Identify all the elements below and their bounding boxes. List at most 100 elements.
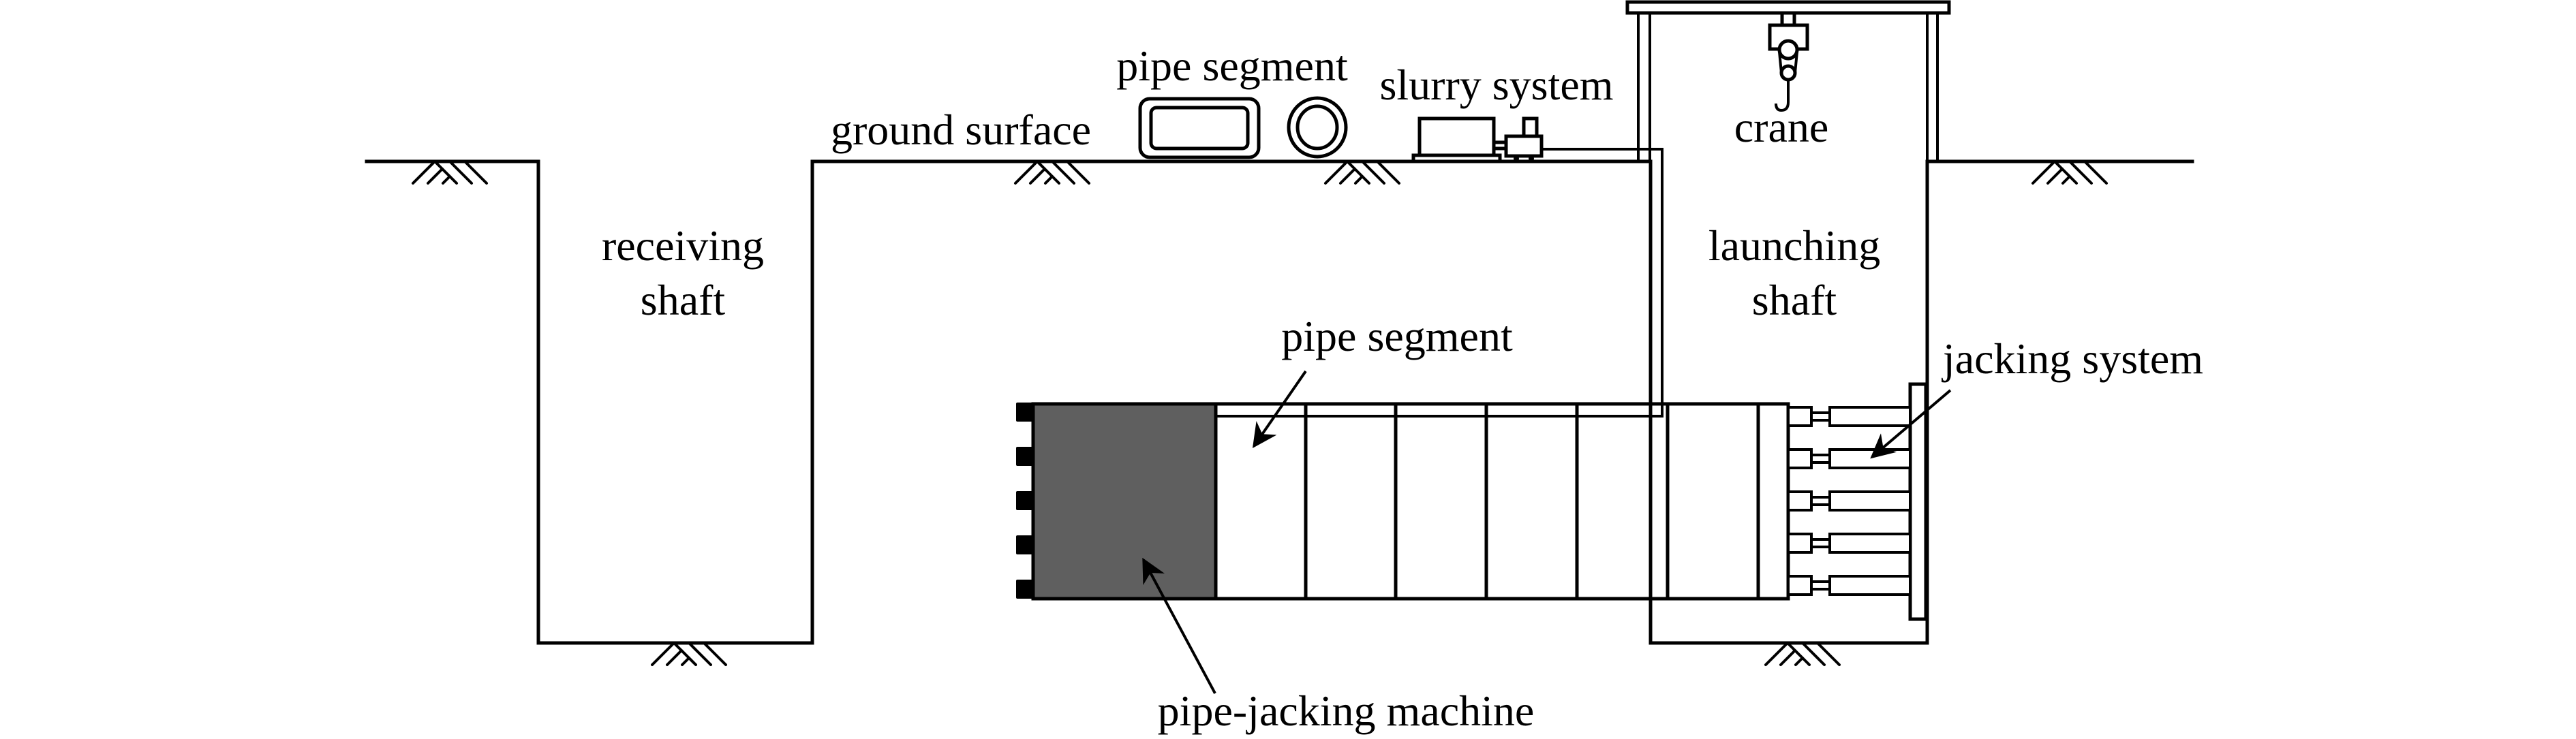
ground-hatch-icon <box>1764 642 1841 666</box>
hatch-stroke <box>2046 168 2064 185</box>
slurry-pipe-outer <box>1216 148 1663 418</box>
jack-head <box>1787 533 1813 554</box>
stock-pipe-segment-label: pipe segment <box>1116 42 1348 90</box>
jack-rod <box>1810 454 1831 464</box>
jack-head <box>1787 448 1813 469</box>
jack-rod <box>1810 496 1831 506</box>
crane-upper-pulley <box>1777 39 1799 61</box>
slurry-connector <box>1492 140 1508 151</box>
hatch-stroke <box>681 657 690 666</box>
cutter-teeth <box>1016 403 1034 599</box>
hydraulic-jack <box>1787 490 1912 512</box>
hatch-stroke <box>1764 642 1789 666</box>
hatch-stroke <box>1376 160 1400 185</box>
hatch-stroke <box>1044 175 1054 185</box>
cutter-tooth <box>1016 491 1034 510</box>
hatch-stroke <box>1051 160 1075 185</box>
cutter-tooth <box>1016 403 1034 422</box>
hatch-stroke <box>2083 160 2108 185</box>
jack-head <box>1787 406 1813 427</box>
pipe-segment-arrow <box>1252 370 1307 448</box>
hatch-stroke <box>1036 160 1060 185</box>
jacking-system-icon <box>1787 382 1928 621</box>
pipe-jacking-machine <box>1031 402 1218 601</box>
jacking-system-arrow <box>1870 389 1952 459</box>
slurry-tank <box>1417 116 1496 157</box>
stock-pipe-segments <box>1138 96 1348 159</box>
launching-shaft-label: launching <box>1708 221 1880 270</box>
hatch-stroke <box>427 168 444 185</box>
hatch-stroke <box>666 649 683 666</box>
hatch-stroke <box>1324 160 1349 185</box>
hatch-stroke <box>1794 657 1804 666</box>
hatch-stroke <box>2031 160 2056 185</box>
slurry-pump-wheel <box>1514 156 1519 161</box>
launching-shaft-label-line2: shaft <box>1752 276 1837 324</box>
hatch-stroke <box>1014 160 1039 185</box>
hatch-stroke <box>1354 175 1364 185</box>
rectangular-pipe-segment-inner <box>1149 106 1250 151</box>
hydraulic-jack <box>1787 575 1912 596</box>
ground-surface-label: ground surface <box>831 106 1091 154</box>
ground-hatch-icon <box>412 160 488 185</box>
jacking-system-label: jacking system <box>1942 334 2203 383</box>
jack-cylinder <box>1828 490 1912 512</box>
hatch-stroke <box>442 175 451 185</box>
hatch-stroke <box>463 160 488 185</box>
crane-hook-icon <box>1768 11 1809 112</box>
hydraulic-jacks <box>1787 406 1912 596</box>
cutter-tooth <box>1016 447 1034 466</box>
installed-pipe-segment-label: pipe segment <box>1281 312 1513 360</box>
jack-cylinder <box>1828 575 1912 596</box>
ground-hatch-icon <box>1014 160 1090 185</box>
hatch-stroke <box>1786 642 1811 666</box>
hatch-stroke <box>673 642 697 666</box>
hatch-stroke <box>1361 160 1385 185</box>
launching-shaft-outline <box>1649 159 2194 645</box>
slurry-system-icon <box>1216 116 1663 418</box>
circular-pipe-segment-inner <box>1295 104 1339 151</box>
hatch-stroke <box>448 160 473 185</box>
hatch-stroke <box>1029 168 1046 185</box>
crane-label: crane <box>1734 103 1829 151</box>
jack-rod <box>1810 411 1831 422</box>
hatch-stroke <box>1779 649 1796 666</box>
pipe-string <box>1016 402 1790 601</box>
hatch-stroke <box>433 160 458 185</box>
hydraulic-jack <box>1787 533 1912 554</box>
receiving-shaft-label-line2: shaft <box>641 276 726 324</box>
pipe-jacking-machine-label: pipe-jacking machine <box>1158 687 1535 735</box>
hatch-stroke <box>2061 175 2071 185</box>
jack-head <box>1787 575 1813 596</box>
slurry-pump <box>1504 134 1544 158</box>
hatch-stroke <box>2068 160 2093 185</box>
ground-hatch-icon <box>2031 160 2108 185</box>
hatch-stroke <box>703 642 727 666</box>
hydraulic-jack <box>1787 448 1912 469</box>
jack-rod <box>1810 538 1831 548</box>
slurry-system-label: slurry system <box>1379 61 1613 109</box>
cutter-tooth <box>1016 580 1034 599</box>
hatch-stroke <box>1816 642 1841 666</box>
hatch-stroke <box>2053 160 2078 185</box>
jack-head <box>1787 490 1813 512</box>
crane-lower-pulley <box>1779 64 1797 82</box>
ground-hatch-icon <box>651 642 727 666</box>
cutter-tooth <box>1016 535 1034 554</box>
pipe-jacking-machine-arrow <box>1142 557 1216 694</box>
hydraulic-jack <box>1787 406 1912 427</box>
crane-hook <box>1775 80 1790 112</box>
hatch-stroke <box>651 642 675 666</box>
installed-pipe-segments <box>1304 404 1760 599</box>
jack-rod <box>1810 580 1831 591</box>
hatch-stroke <box>412 160 436 185</box>
hatch-stroke <box>1339 168 1356 185</box>
jack-cylinder <box>1828 406 1912 427</box>
ground-hatch-icon <box>1324 160 1400 185</box>
receiving-shaft-label: receiving <box>602 221 764 270</box>
hatch-stroke <box>1801 642 1826 666</box>
slurry-pump-stack <box>1522 116 1539 138</box>
ground-hatch-symbols <box>412 160 2108 666</box>
